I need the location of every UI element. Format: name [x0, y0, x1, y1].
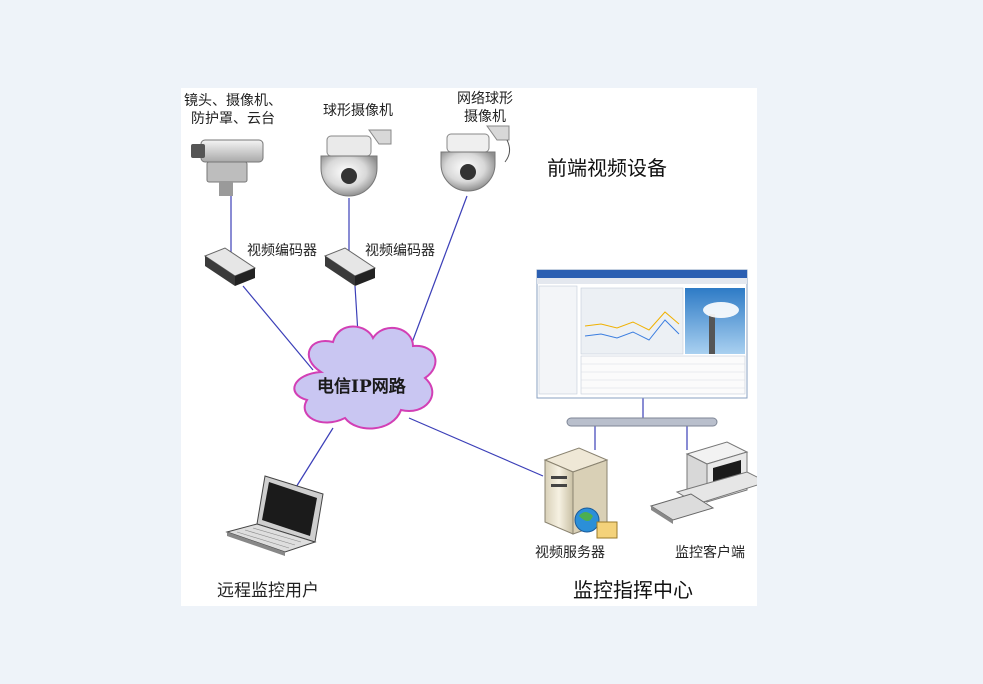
video-server-icon: [543, 447, 618, 539]
network-diagram: [191, 125, 757, 556]
label-dome-camera: 球形摄像机: [323, 103, 393, 119]
network-bus-bar: [566, 417, 718, 427]
label-ip-dome-camera-line1: 网络球形: [457, 91, 513, 107]
ptz-camera-icon: [191, 139, 264, 196]
diagram-canvas: 镜头、摄像机、 防护罩、云台 球形摄像机 网络球形 摄像机 前端视频设备 视频编…: [181, 88, 757, 606]
label-ptz-camera-line2: 防护罩、云台: [191, 111, 275, 127]
label-ip-dome-camera: 网络球形 摄像机: [451, 90, 519, 126]
link-cloud-to-server: [408, 417, 544, 477]
link-cloud-to-laptop: [292, 427, 334, 493]
monitor-client-pc-icon: [649, 441, 757, 524]
link-encoder1-to-cloud: [242, 285, 314, 371]
dome-camera-icon: [320, 129, 392, 197]
label-encoder-2: 视频编码器: [365, 243, 435, 259]
label-encoder-1: 视频编码器: [247, 243, 317, 259]
label-ip-network: 电信IP网路: [317, 377, 406, 397]
video-encoder-2-icon: [323, 247, 377, 286]
label-ip-dome-camera-line2: 摄像机: [464, 109, 506, 125]
label-video-server: 视频服务器: [535, 545, 605, 561]
label-ptz-camera-line1: 镜头、摄像机、: [184, 93, 282, 109]
label-ptz-camera: 镜头、摄像机、 防护罩、云台: [177, 92, 289, 128]
label-command-center: 监控指挥中心: [573, 578, 693, 602]
laptop-icon: [225, 475, 324, 556]
ip-dome-camera-icon: [440, 125, 511, 192]
ip-network-cloud: [293, 325, 437, 430]
connection-lines: [230, 195, 688, 493]
monitoring-software-screen: [536, 269, 748, 399]
video-encoder-1-icon: [203, 247, 257, 286]
link-ipdome-to-cloud: [406, 195, 468, 357]
label-monitor-client: 监控客户端: [675, 545, 745, 561]
label-front-end-devices: 前端视频设备: [547, 156, 667, 180]
label-remote-user: 远程监控用户: [217, 581, 319, 601]
